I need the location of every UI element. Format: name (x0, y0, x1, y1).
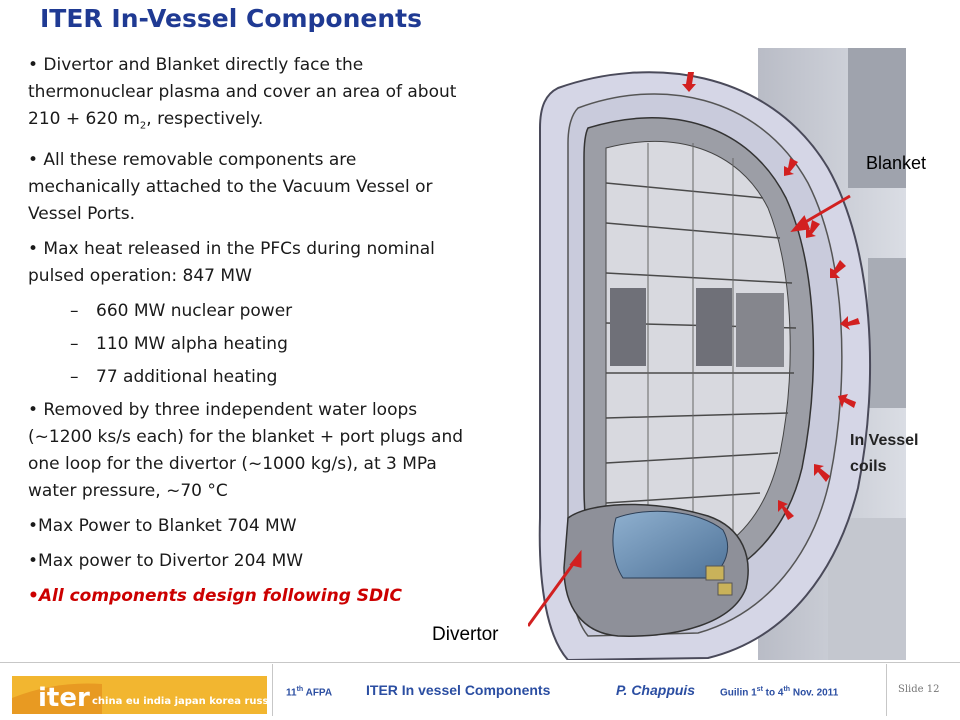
bullet-item: • Removed by three independent water loo… (28, 400, 464, 502)
bullet-subscript: 2 (139, 120, 147, 132)
venue-superscript: st (756, 686, 763, 693)
author: P. Chappuis (616, 682, 696, 698)
footer-separator (886, 664, 887, 716)
vessel-cross-section-figure (528, 48, 906, 660)
bullet-item: • All these removable components are mec… (28, 150, 433, 225)
bullet-item: • Max heat released in the PFCs during n… (28, 239, 435, 287)
venue-text: Nov. 2011 (790, 687, 839, 699)
bullet-text: • Divertor and Blanket directly face the… (28, 55, 457, 129)
conference-label: 11th AFPA (286, 686, 332, 698)
dash: – (70, 334, 79, 355)
blanket-label: Blanket (866, 153, 927, 173)
sub-bullet-item: –110 MW alpha heating (70, 331, 468, 358)
conference-name: AFPA (303, 687, 333, 699)
slide-number: Slide 12 (898, 684, 940, 695)
sub-bullet-text: 110 MW alpha heating (96, 334, 288, 355)
conference-number: 11 (286, 687, 297, 699)
dash: – (70, 301, 79, 322)
coil-arrows (682, 72, 860, 520)
in-vessel-coils-label: In Vessel coils (850, 432, 919, 475)
footer-divider (0, 662, 960, 663)
bullet-item: •Max Power to Blanket 704 MW (28, 516, 297, 537)
panel-columns (647, 143, 734, 543)
divertor-label: Divertor (432, 624, 499, 645)
divertor-target (612, 510, 728, 579)
sub-bullet-text: 77 additional heating (96, 367, 278, 388)
divertor-part (717, 582, 733, 596)
bullet-item: •Max power to Divertor 204 MW (28, 551, 304, 572)
sub-bullet-item: –77 additional heating (70, 364, 468, 391)
venue-date: Guilin 1st to 4th Nov. 2011 (720, 686, 838, 698)
port-structure (828, 518, 906, 660)
sub-bullet-item: –660 MW nuclear power (70, 298, 468, 325)
annotation-arrows (528, 194, 851, 627)
conference-superscript: th (296, 686, 304, 693)
bullet-item: • Divertor and Blanket directly face the… (28, 52, 468, 139)
sub-bullet-text: 660 MW nuclear power (96, 301, 293, 322)
footer-separator (272, 664, 273, 716)
venue-superscript: th (783, 686, 791, 693)
dark-panel (610, 288, 646, 366)
iter-logo: iter china eu india japan korea russia u… (12, 676, 267, 714)
port-structure (848, 48, 906, 188)
talk-title: ITER In vessel Components (366, 682, 551, 698)
port-structure (868, 258, 906, 408)
venue-text: Guilin 1 (720, 687, 757, 699)
logo-tagline: china eu india japan korea russia usa (92, 696, 267, 707)
slide-title: ITER In-Vessel Components (40, 4, 422, 33)
bullet-text: , respectively. (146, 109, 264, 129)
dark-panel (736, 293, 784, 367)
logo-word: iter (38, 683, 90, 713)
divertor-part (705, 565, 725, 581)
bullet-list: • Divertor and Blanket directly face the… (28, 52, 468, 618)
dash: – (70, 367, 79, 388)
bullet-item-highlight: •All components design following SDIC (28, 586, 402, 607)
dark-panel (696, 288, 732, 366)
venue-text: to 4 (762, 687, 784, 699)
